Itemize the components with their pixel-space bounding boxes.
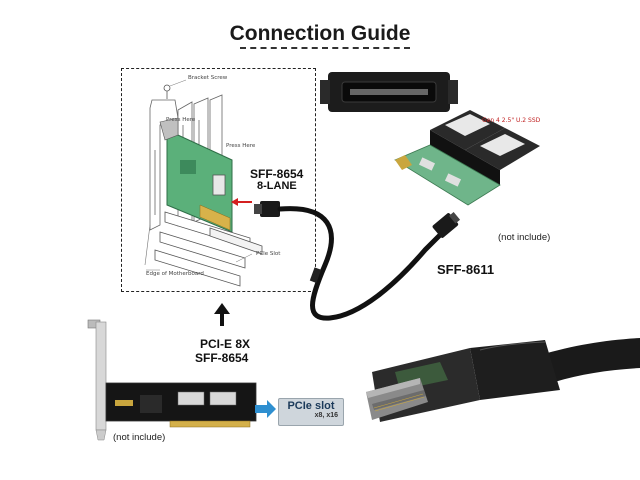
pcie-slot-label: PCIe Slot <box>256 251 281 257</box>
ssd-drive-1 <box>430 110 505 165</box>
sff8654-bottom-label: SFF-8654 <box>195 351 249 365</box>
page-title: Connection Guide <box>229 22 411 45</box>
sff-port-1-icon <box>177 391 205 406</box>
not-include-bottom-label: (not include) <box>113 432 166 443</box>
pcie-slot-tag-sub: x8, x16 <box>314 412 338 419</box>
motherboard-edge <box>144 224 151 266</box>
edge-of-motherboard-label: Edge of Motherboard <box>146 271 204 277</box>
not-include-top-label: (not include) <box>498 232 551 243</box>
red-arrow-icon <box>231 198 252 206</box>
sff8654-plug-icon <box>260 201 280 217</box>
press-here-label-2: Press Here <box>226 143 256 149</box>
ssd-drive-2 <box>465 128 540 185</box>
pcie-8x-label: PCI-E 8X <box>200 337 251 351</box>
installation-diagram-box <box>121 68 316 292</box>
pcie-slot-tag-title: PCIe slot <box>287 400 335 412</box>
bracket-screw-icon <box>163 79 187 99</box>
eight-lane-label: 8-LANE <box>257 180 297 192</box>
sff-port-2-icon <box>209 391 237 406</box>
sff8654-port-label: SFF-8654 <box>250 167 304 181</box>
gold-fingers <box>169 420 251 428</box>
press-here-label-1: Press Here <box>166 117 196 123</box>
sff8611-plug-icon <box>432 212 461 238</box>
pcie-slot-tag: PCIe slot x8, x16 <box>278 398 344 426</box>
pcie-slot-illustration <box>154 211 263 287</box>
title-underline <box>240 47 410 49</box>
ssd-label: Gen 4 2.5" U.2 SSD <box>482 117 541 124</box>
card-bracket <box>87 319 107 441</box>
adapter-board <box>394 144 501 206</box>
bracket-screw-label: Bracket Screw <box>188 75 228 81</box>
sff8611-label: SFF-8611 <box>437 262 495 277</box>
sff8654-card-illustration <box>159 117 233 233</box>
